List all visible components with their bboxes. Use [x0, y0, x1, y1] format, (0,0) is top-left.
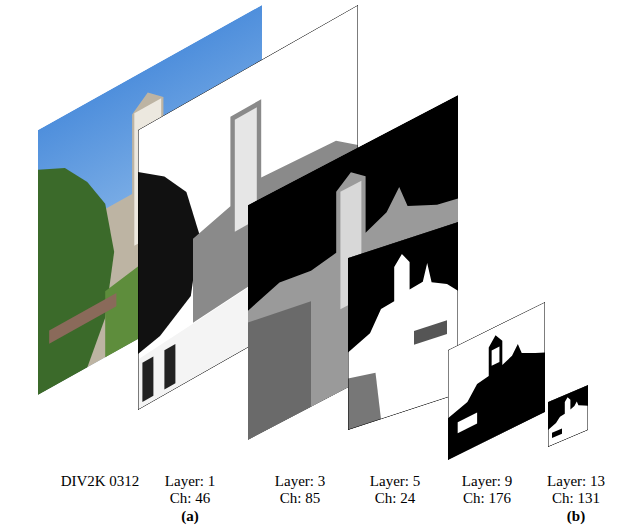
layer-caption: Ch: 176: [463, 490, 511, 507]
panel-tag: (a): [181, 508, 199, 525]
feature-map-layer5: [348, 222, 458, 430]
feature-map-layer9: [448, 302, 545, 460]
layer-caption: Ch: 131: [552, 490, 600, 507]
layer-caption: Layer: 13: [547, 473, 605, 490]
layer-caption: Ch: 46: [170, 490, 210, 507]
layer-caption: Ch: 24: [375, 490, 415, 507]
layer-caption: DIV2K 0312: [61, 473, 140, 490]
layer-caption: Layer: 5: [370, 473, 420, 490]
layer-caption: Layer: 3: [275, 473, 325, 490]
layer-caption: Layer: 1: [165, 473, 215, 490]
feature-map-layer3: [248, 95, 458, 440]
layer-caption: Layer: 9: [462, 473, 512, 490]
feature-map-layer13: [548, 385, 588, 447]
panel-tag: (b): [567, 508, 585, 525]
layer-caption: Ch: 85: [280, 490, 320, 507]
